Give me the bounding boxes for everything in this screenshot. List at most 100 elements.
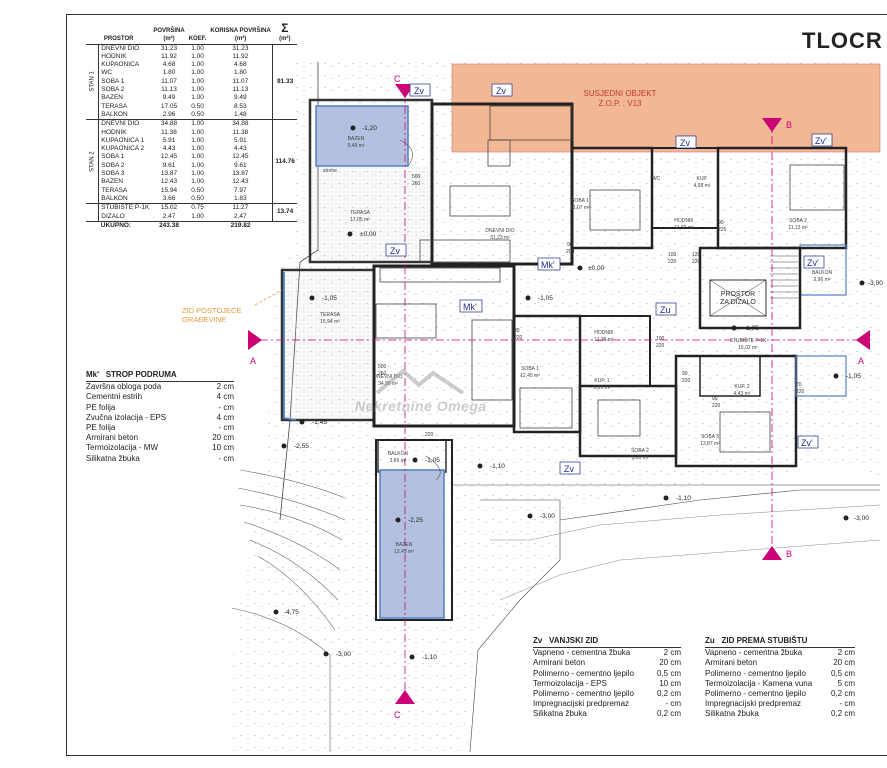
room-soba-2b: SOBA 2 (631, 448, 649, 454)
level-8: -1,05 (425, 457, 440, 464)
door-dim-12: 260 (378, 371, 387, 377)
spec-thickness: - cm (665, 699, 681, 709)
room-soba-3: SOBA 3 (701, 434, 719, 440)
pool-1-steps (399, 139, 413, 167)
level-dot-12 (663, 495, 669, 501)
spec-layer: Polimerno - cementno ljepilo (533, 689, 634, 699)
spec-layer: Silikatna žbuka (86, 453, 140, 463)
area: 9.61 (162, 161, 176, 169)
room-balkon-2: BALKON (388, 451, 409, 457)
kitchen-counter-1 (489, 105, 573, 141)
spec-thickness: 0,2 cm (830, 709, 855, 719)
group-sum: 91.33 (272, 43, 297, 120)
spec-thickness: 4 cm (216, 412, 234, 422)
room-name: KUPAONICA 2 (101, 145, 145, 153)
terrace-2-floor (284, 272, 372, 418)
room-name: TERASA (101, 102, 128, 110)
coef: 1.00 (191, 161, 204, 169)
section-b-top-label: B (786, 120, 792, 130)
room-soba-2a-area: 11,13 m² (788, 225, 808, 231)
spec-layer: Polimerno - cementno ljepilo (705, 668, 806, 678)
level-dot-4 (309, 295, 315, 301)
room-hodnik-1: HODNIK (674, 218, 694, 224)
room-soba-2b-area: 9,61 m² (632, 455, 649, 461)
door-dim-4: 200 (566, 249, 575, 255)
sofa-2 (471, 319, 513, 401)
room-balkon-2-area: 3,66 m² (390, 458, 407, 464)
spec-layer: Silikatna žbuka (705, 709, 759, 719)
spec-thickness: 0,5 cm (656, 668, 681, 678)
door-dimensions: 500 260 90 200 100 220 90 225 120 220 50… (378, 174, 805, 438)
room-name: STUBIŠTE P-1K (98, 203, 152, 213)
spec-thickness: - cm (218, 423, 234, 433)
area: 17.05 (160, 102, 178, 110)
section-c-top-label: C (394, 74, 401, 84)
room-soba-1a: SOBA 1 (571, 198, 589, 204)
spec-header-empty (199, 370, 234, 383)
room-bazen-2-area: 12,43 m² (394, 549, 414, 555)
room-name: SOBA 2 (101, 161, 125, 169)
tag-zvp-2: Zv' (807, 258, 819, 268)
room-dnevni-2: DNEVNI DIO (373, 374, 402, 380)
area: 4.43 (162, 145, 176, 153)
room-stubiste: STUBIŠTE P-1K (730, 337, 768, 344)
area: 15.02 (151, 203, 187, 213)
tag-zu: Zu (660, 305, 671, 315)
level-14: -2,25 (408, 517, 423, 524)
level-dot-9 (299, 419, 305, 425)
spec-header: Mk' STROP PODRUMA (86, 370, 234, 383)
spec-layer: Zvučna izolacija - EPS (86, 412, 167, 422)
zone-leader (254, 289, 283, 306)
level-1: -1,20 (362, 125, 377, 132)
spec-layer: PE folija (86, 423, 116, 433)
area: 12.45 (160, 153, 178, 161)
room-terasa-1-area: 17,05 m² (350, 217, 370, 223)
spec-thickness: 4 cm (216, 392, 234, 402)
tag-zv-5: Zv (564, 464, 574, 474)
watermark-text: Nekretnine Omega (355, 398, 487, 414)
section-b-top-mark (762, 118, 782, 132)
net-area: 11.27 (208, 203, 273, 213)
spec-thickness: 0,2 cm (656, 689, 681, 699)
level-19: -4,75 (284, 609, 299, 616)
coef: 1.00 (191, 128, 204, 136)
spec-layer: Polimerno - cementno ljepilo (533, 668, 634, 678)
room-name: KUPAONICA (101, 61, 140, 69)
level-dot-5 (525, 295, 531, 301)
spec-layer: Impregnacijski predpremaz (533, 699, 630, 709)
spec-layer: Armirani beton (86, 433, 139, 443)
room-name: DIZALO (101, 212, 125, 220)
spec-row: Silikatna žbuka- cm (86, 454, 234, 464)
total-label: UKUPNO: (98, 220, 152, 231)
spec-thickness: - cm (839, 699, 855, 709)
spec-layer: Polimerno - cementno ljepilo (705, 689, 806, 699)
dining-table-2 (375, 303, 437, 339)
landscape-arc-6 (257, 555, 336, 631)
level-9: -1,45 (312, 419, 327, 426)
bed-4 (597, 399, 641, 437)
drawing-title: TLOCR (802, 28, 883, 53)
kitchen-counter-2 (379, 267, 501, 283)
terrace-2-edge (283, 272, 297, 421)
spec-header-cell: Zv VANJSKI ZID (533, 636, 648, 649)
room-bazen-2: BAZEN (396, 542, 413, 548)
coef: 0.50 (191, 102, 204, 110)
level-dot-10 (281, 443, 287, 449)
area: 11.38 (161, 128, 177, 136)
room-name: SOBA 2 (101, 86, 125, 94)
door-dim-10: 220 (692, 259, 701, 265)
area: 12.43 (160, 178, 178, 186)
level-5: -1,05 (538, 295, 553, 302)
spec-row: Silikatna žbuka 0,2 cm (705, 709, 855, 719)
area: 9.49 (162, 94, 176, 102)
